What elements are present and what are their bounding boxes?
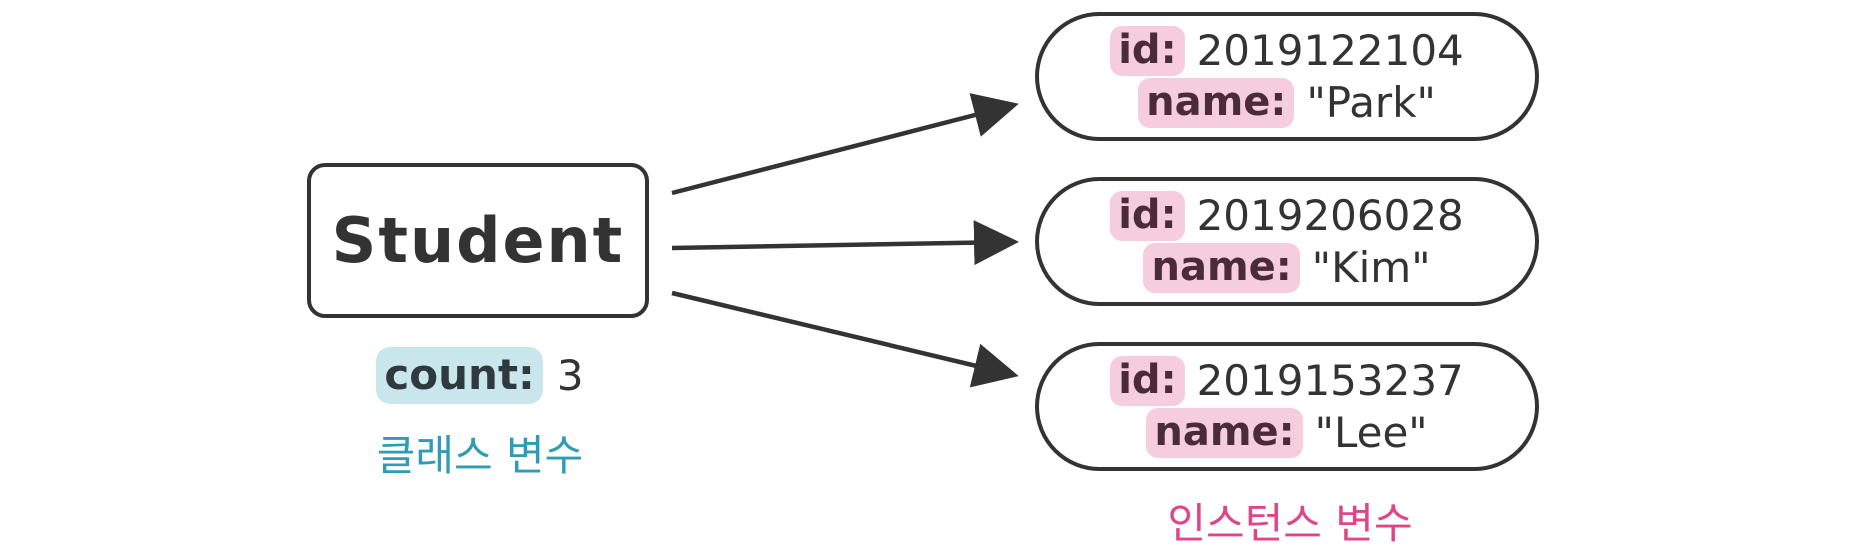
instance-id-line: id: 2019206028: [1110, 190, 1464, 241]
instance-name-line: name: "Lee": [1146, 407, 1428, 458]
instance-name-key: name:: [1146, 407, 1303, 458]
instance-name-key: name:: [1138, 77, 1295, 128]
instance-name-line: name: "Park": [1138, 77, 1436, 128]
instance-name-value: "Park": [1306, 77, 1436, 127]
instance-id-key: id:: [1110, 190, 1185, 241]
instance-name-line: name: "Kim": [1143, 242, 1431, 293]
instance-box: id: 2019153237 name: "Lee": [1035, 342, 1539, 471]
class-variable-key: count:: [376, 347, 543, 404]
instance-id-value: 2019153237: [1196, 355, 1464, 405]
class-variable-label: 클래스 변수: [376, 431, 584, 480]
class-variable-value: 3: [556, 351, 584, 400]
class-box: Student: [307, 163, 649, 318]
instance-name-value: "Kim": [1311, 242, 1431, 292]
instance-id-value: 2019122104: [1196, 25, 1464, 75]
instance-name-key: name:: [1143, 242, 1300, 293]
instance-id-line: id: 2019122104: [1110, 25, 1464, 76]
arrow-to-instance-park: [671, 93, 1019, 196]
instance-id-value: 2019206028: [1196, 190, 1464, 240]
instance-id-key: id:: [1110, 355, 1185, 406]
class-name: Student: [331, 204, 625, 277]
instance-id-key: id:: [1110, 25, 1185, 76]
instance-name-value: "Lee": [1314, 407, 1428, 457]
instance-box: id: 2019122104 name: "Park": [1035, 12, 1539, 141]
instance-id-line: id: 2019153237: [1110, 355, 1464, 406]
arrow-to-instance-kim: [671, 220, 1019, 266]
arrow-to-instance-lee: [671, 290, 1019, 388]
instance-variable-label: 인스턴스 변수: [1167, 499, 1413, 548]
class-variable: count: 3: [300, 347, 660, 404]
instance-box: id: 2019206028 name: "Kim": [1035, 177, 1539, 306]
